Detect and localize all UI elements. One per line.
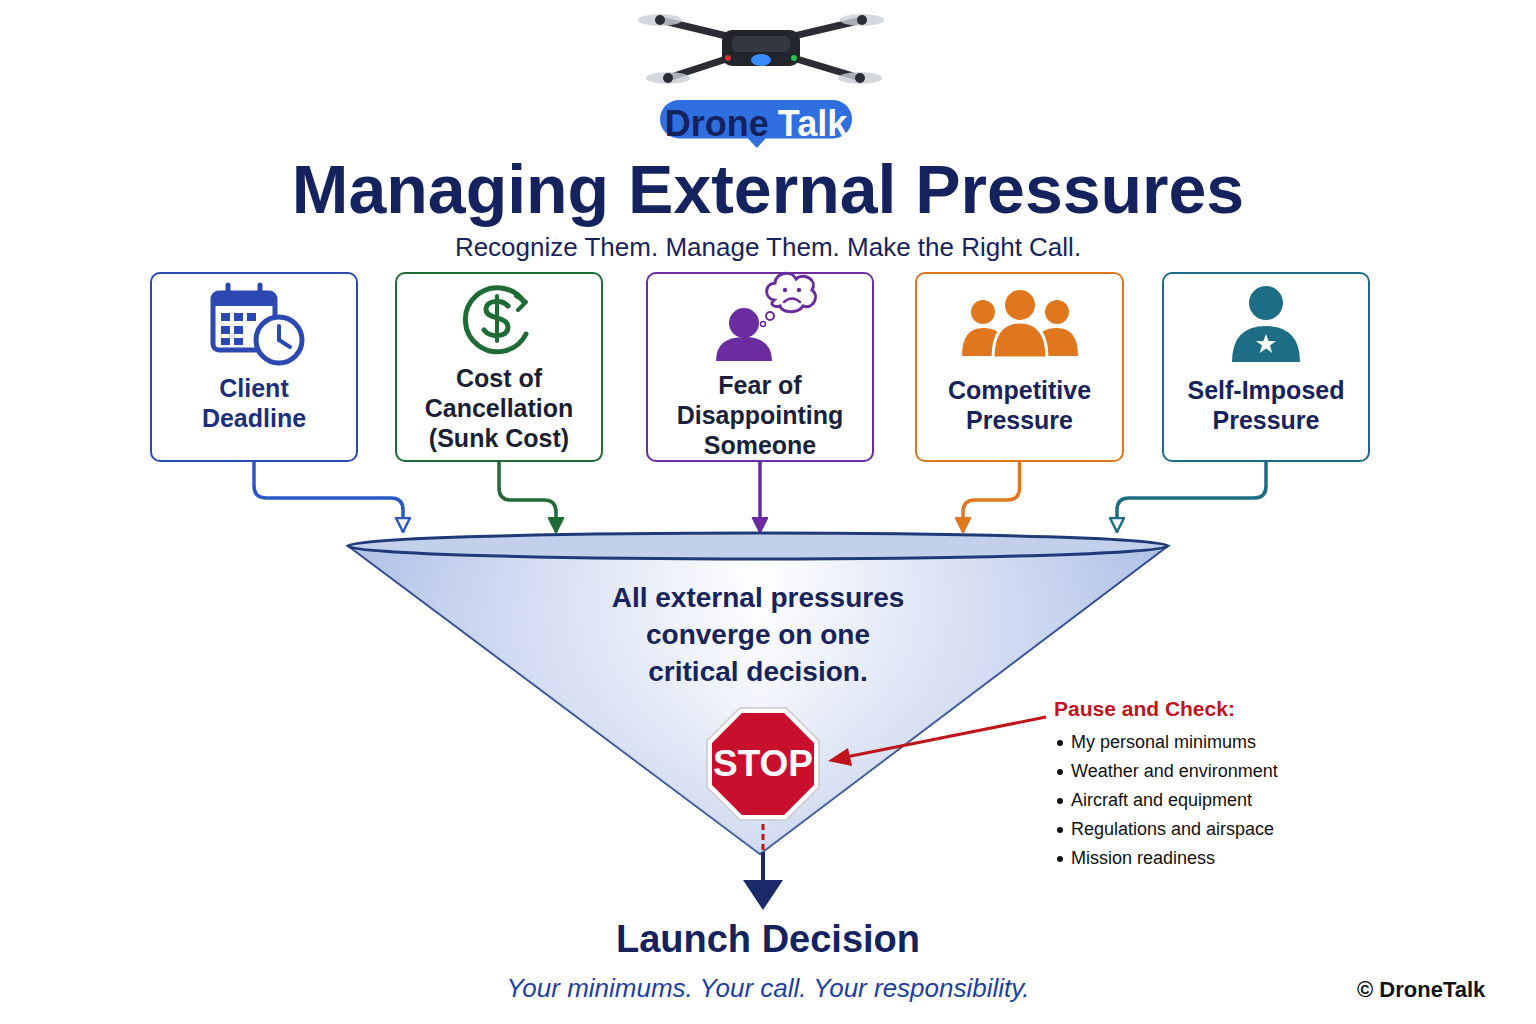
logo-badge: DroneTalk	[636, 100, 876, 148]
stop-sign: STOP	[707, 708, 819, 820]
connector-arrow	[254, 462, 403, 532]
funnel-rim	[348, 533, 1168, 559]
funnel-cone-shade	[348, 546, 1168, 854]
copyright-note: © DroneTalk	[1357, 977, 1485, 1003]
node-text: Drone	[665, 100, 769, 148]
subtitle: Recognize Them. Manage Them. Make the Ri…	[0, 232, 1536, 263]
bullet-dots	[1057, 740, 1063, 862]
connector-arrow	[758, 462, 762, 532]
worried-person-icon	[716, 273, 815, 361]
node-text-group: Competitive Pressure	[930, 274, 1110, 435]
checklist-item: My personal minimums	[1071, 732, 1256, 753]
drone-illustration	[638, 14, 884, 84]
node-text: Talk	[778, 100, 847, 148]
node-text: Cost of Cancellation (Sunk Cost)	[409, 363, 589, 453]
funnel-cone	[348, 546, 1168, 854]
checklist-item: Regulations and airspace	[1071, 819, 1274, 840]
star-person-icon	[1232, 286, 1300, 362]
node-text: Competitive Pressure	[930, 375, 1110, 435]
calendar-icon	[213, 285, 302, 363]
decision-label: Launch Decision	[0, 918, 1536, 961]
node-text-group: Self-Imposed Pressure	[1171, 274, 1361, 435]
launch-arrow	[743, 824, 783, 910]
node-text-group: DroneTalk	[636, 100, 876, 148]
node-text-group: Client Deadline	[179, 274, 329, 433]
node-text: Self-Imposed Pressure	[1171, 375, 1361, 435]
checklist-item: Weather and environment	[1071, 761, 1278, 782]
pressure-box: Competitive Pressure	[915, 272, 1124, 462]
checklist-heading: Pause and Check:	[1054, 697, 1235, 721]
checklist-item: Aircraft and equipment	[1071, 790, 1252, 811]
dollar-icon	[465, 288, 526, 352]
convergence-funnel: All external pressures converge on one c…	[345, 532, 1171, 862]
connector-arrow	[499, 462, 556, 532]
node-text: STOP	[707, 708, 819, 820]
pressure-box: Fear of Disappointing Someone	[646, 272, 874, 462]
pressure-box: Self-Imposed Pressure	[1162, 272, 1370, 462]
node-text: Fear of Disappointing Someone	[660, 370, 860, 460]
pressure-box: Client Deadline	[150, 272, 358, 462]
node-text: Client Deadline	[179, 373, 329, 433]
diagram-title: Managing External Pressures	[0, 150, 1536, 228]
pause-leader-arrow	[828, 717, 1046, 766]
stop-octagon-outer	[707, 708, 819, 820]
node-text: All external pressures converge on one c…	[598, 579, 918, 690]
node-text-group: Cost of Cancellation (Sunk Cost)	[409, 274, 589, 453]
diagram-caption: Your minimums. Your call. Your responsib…	[0, 973, 1536, 1004]
node-text-group: All external pressures converge on one c…	[598, 532, 918, 690]
speech-bubble	[660, 100, 852, 148]
node-text-group: Fear of Disappointing Someone	[660, 274, 860, 460]
connector-arrow	[1117, 462, 1266, 532]
checklist-item: Mission readiness	[1071, 848, 1215, 869]
connector-arrow	[963, 462, 1020, 532]
node-text-group: STOP	[707, 708, 819, 820]
pressure-box: Cost of Cancellation (Sunk Cost)	[395, 272, 603, 462]
group-icon	[962, 290, 1078, 358]
